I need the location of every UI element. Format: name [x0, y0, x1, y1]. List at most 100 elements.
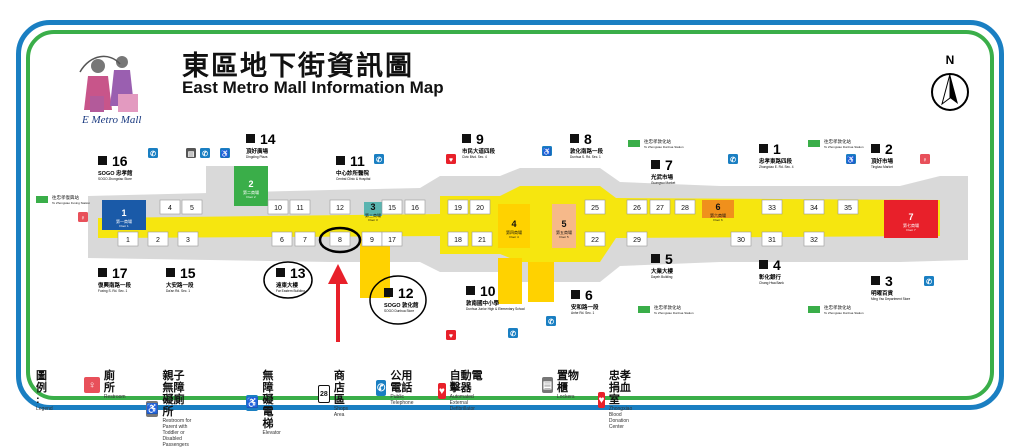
- exit-name-en: Anhe Rd. Sec. 1: [571, 311, 594, 315]
- anchor-number: 4: [511, 219, 516, 229]
- anchor-block: [364, 202, 382, 216]
- mrt-icon: [36, 196, 48, 203]
- shop-box: [761, 231, 783, 247]
- shop-box: [294, 231, 316, 247]
- family-restroom-icon: ♿: [146, 401, 159, 417]
- exit-name: 中心診所醫院: [336, 169, 370, 177]
- exit-number: 15: [180, 265, 196, 281]
- exit-icon: [759, 260, 768, 269]
- mrt-icon: [808, 306, 820, 313]
- shop-number: 7: [303, 237, 307, 244]
- shop-box: [674, 199, 696, 215]
- elevator-icon-glyph: ♿: [847, 155, 856, 164]
- exit-number: 9: [476, 131, 484, 147]
- shop-box: [267, 199, 289, 215]
- anchor-number: 2: [248, 179, 253, 189]
- shop-box: [584, 231, 606, 247]
- exit-number: 1: [773, 141, 781, 157]
- phone-icon: [546, 316, 556, 326]
- shop-number: 15: [388, 205, 396, 212]
- exit-ramp-10: [498, 258, 522, 304]
- blood-icon-glyph: ♥: [449, 157, 453, 164]
- anchor-number: 7: [908, 212, 913, 222]
- shop-box: [147, 231, 169, 247]
- exit-name: SOGO 忠孝館: [98, 169, 133, 177]
- exit-name-en: Dayeh Building: [651, 275, 673, 279]
- mrt-to-zhongxiao-fuxing-en: To Zhongxiao Fuxing Station: [52, 201, 90, 205]
- exit-name-en: Far Eastern Building: [276, 289, 305, 293]
- shop-number: 25: [591, 205, 599, 212]
- shop-number: 2: [156, 237, 160, 244]
- legend-label: 自動電擊器: [449, 370, 483, 394]
- mrt-icon: [638, 306, 650, 313]
- aed-icon: ♥: [438, 383, 446, 399]
- shop-box: [471, 231, 493, 247]
- mrt-icon: [628, 140, 640, 147]
- shop-box: [381, 231, 403, 247]
- shops-icon: 28: [318, 385, 330, 403]
- exit-name: 遠東大樓: [276, 281, 299, 289]
- shop-number: 11: [296, 205, 303, 212]
- shop-box: [329, 199, 351, 215]
- shop-number: 33: [768, 205, 776, 212]
- highlight-circle: [318, 226, 362, 254]
- exit-name: 頂好廣場: [246, 147, 269, 155]
- exit-name: 明曜百貨: [871, 289, 894, 297]
- elevator-icon-glyph: ♿: [221, 149, 230, 158]
- shop-number: 28: [681, 205, 689, 212]
- exit-name: 大安路一段: [166, 281, 194, 289]
- exit-icon: [98, 156, 107, 165]
- shop-number: 31: [768, 237, 776, 244]
- elevator-icon: [846, 154, 856, 164]
- red-arrow-head: [328, 264, 348, 284]
- exit-number: 13: [290, 265, 306, 281]
- phone-icon: [374, 154, 384, 164]
- compass-icon: N: [931, 53, 969, 111]
- shop-box: [289, 199, 311, 215]
- legend-label-en: Public Telephone: [390, 394, 414, 406]
- legend-label: 商店區: [333, 370, 345, 406]
- exit-name: 忠孝東路四段: [759, 157, 793, 165]
- exit-icon: [871, 144, 880, 153]
- legend-label: 廁所: [103, 370, 115, 394]
- shop-box: [181, 199, 203, 215]
- exit-name: 頂好市場: [871, 157, 894, 165]
- legend-label-en: Restroom: [103, 394, 126, 400]
- elevator-icon: ♿: [246, 395, 259, 411]
- exit-name-en: Dingding Plaza: [246, 155, 268, 159]
- shop-box: [469, 199, 491, 215]
- exit-icon: [98, 268, 107, 277]
- exit-name: 敦南國中小學: [466, 299, 500, 307]
- exit-ramp-12: [360, 236, 390, 298]
- highlight-circle-12: [369, 275, 427, 325]
- anchor-name-en: Floor 2: [246, 195, 256, 199]
- mall-logo-icon: [79, 55, 138, 112]
- anchor-number: 1: [121, 208, 126, 218]
- mrt-to-zhongxiao-dunhua: 往忠孝敦化站: [644, 138, 671, 145]
- shop-box: [649, 199, 671, 215]
- shop-box: [837, 199, 859, 215]
- locker-icon: ▤: [542, 377, 553, 393]
- shop-number: 17: [388, 237, 396, 244]
- exit-icon: [651, 160, 660, 169]
- legend-label-en: Zhongxiao Blood Donation Center: [608, 406, 633, 430]
- anchor-name-en: Floor 5: [559, 235, 569, 239]
- shop-number: 21: [478, 237, 486, 244]
- legend-label-en: Lockers: [556, 394, 575, 400]
- anchor-number: 6: [715, 202, 720, 212]
- exit-icon: [466, 286, 475, 295]
- exit-number: 8: [584, 131, 592, 147]
- exit-number: 12: [398, 285, 414, 301]
